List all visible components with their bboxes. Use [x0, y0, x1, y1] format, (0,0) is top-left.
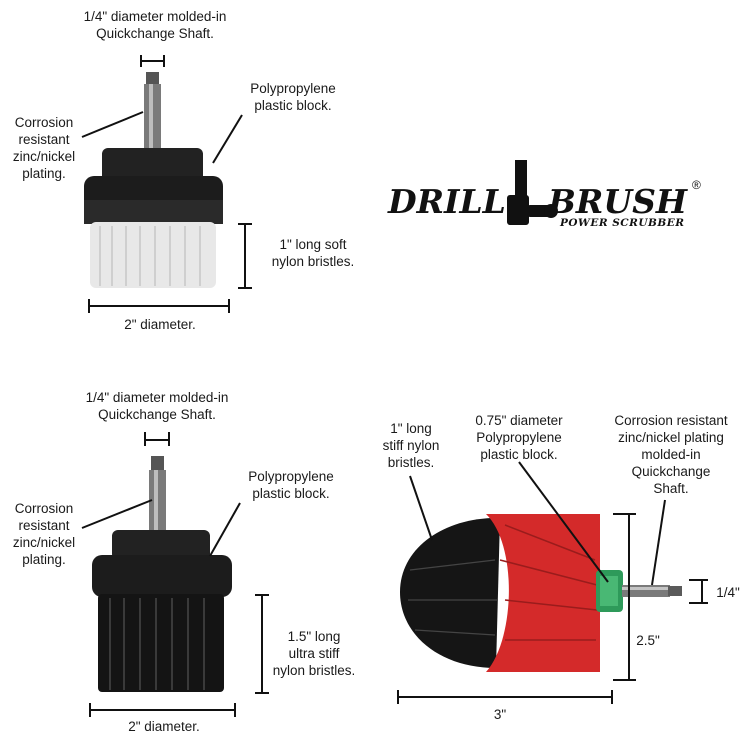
logo-word-drill: DRILL [388, 182, 506, 221]
brush2-bristles-label: 1.5" long ultra stiff nylon bristles. [272, 629, 356, 678]
brush1-bristles-label: 1" long soft nylon bristles. [271, 237, 355, 269]
logo-tagline: POWER SCRUBBER [560, 217, 685, 229]
logo-word-brush: BRUSH [548, 182, 688, 221]
drillbrush-logo: DRILL BRUSH ® POWER SCRUBBER [388, 158, 718, 238]
brush1-shaft-label: 1/4" diameter molded-in Quickchange Shaf… [83, 9, 227, 41]
brush3-block-label: 0.75" diameter Polypropylene plastic blo… [475, 413, 563, 462]
brush-white-soft [81, 55, 252, 313]
brush2-plating-label: Corrosion resistant zinc/nickel plating. [12, 501, 76, 567]
logo-mascot-icon [507, 160, 558, 225]
brush1-diameter-label: 2" diameter. [124, 317, 196, 332]
brush2-diameter-label: 2" diameter. [128, 719, 200, 734]
brush3-plating-label: Corrosion resistant zinc/nickel plating … [614, 413, 728, 496]
brush3-bristles-label: 1" long stiff nylon bristles. [382, 421, 440, 470]
brush3-length-label: 3" [493, 707, 507, 722]
brush-black-ultra-stiff [81, 432, 269, 717]
brush3-shaft-size-label: 1/4" [716, 585, 740, 600]
brush2-block-label: Polypropylene plastic block. [248, 469, 334, 501]
brush1-block-label: Polypropylene plastic block. [250, 81, 336, 113]
brush2-shaft-label: 1/4" diameter molded-in Quickchange Shaf… [85, 390, 229, 422]
brush3-height-label: 2.5" [636, 633, 660, 648]
logo-registered-mark: ® [692, 178, 701, 192]
brush-red-cone [397, 461, 708, 704]
brush1-plating-label: Corrosion resistant zinc/nickel plating. [12, 115, 76, 181]
